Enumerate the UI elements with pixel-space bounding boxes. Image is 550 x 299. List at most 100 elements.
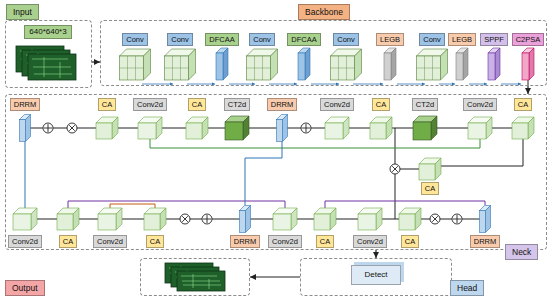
feature-block: [298, 48, 310, 80]
block-grid: [165, 68, 189, 69]
feature-block: [331, 49, 362, 80]
wire: [395, 128, 396, 164]
wire: [68, 201, 285, 210]
layer-label: CA: [320, 237, 330, 246]
block-front: [96, 123, 112, 139]
wire: [441, 139, 523, 166]
feature-block: [399, 208, 421, 230]
layer-tag: DFCAA: [205, 33, 238, 46]
block-side: [112, 117, 118, 139]
operator-circle: [202, 214, 212, 224]
operator-stroke: [392, 166, 398, 172]
wire: [395, 174, 396, 219]
block-side: [73, 208, 79, 230]
block-front: [247, 56, 271, 80]
feature-block: [370, 117, 392, 139]
block-grid: [247, 68, 271, 69]
layer-tag: Conv: [419, 33, 445, 46]
block-side: [529, 48, 534, 80]
layer-tag: DRRM: [470, 235, 501, 248]
block-front: [413, 122, 431, 140]
layer-tag: CA: [59, 235, 77, 248]
feature-block: [325, 117, 349, 139]
layer-label: DRRM: [271, 100, 294, 109]
block-side: [343, 117, 349, 139]
layer-tag: Conv2d: [320, 98, 354, 111]
layer-label: DFCAA: [209, 35, 234, 44]
block-side: [486, 206, 491, 233]
input-size-box: 640*640*3: [24, 25, 71, 39]
layer-label: Conv2d: [12, 237, 38, 246]
block-front: [273, 214, 291, 230]
block-side: [116, 208, 122, 230]
layer-tag: Conv2d: [93, 235, 127, 248]
layer-label: DRRM: [474, 237, 497, 246]
layer-label: LEGB: [452, 35, 472, 44]
layer-label: Conv2d: [137, 100, 163, 109]
block-side: [386, 117, 392, 139]
operator-stroke: [69, 125, 75, 131]
feature-block: [247, 49, 278, 80]
region-title: Output: [5, 280, 45, 296]
operator-circle: [180, 214, 190, 224]
layer-label: Conv: [126, 35, 144, 44]
block-side: [31, 208, 37, 230]
block-front: [314, 214, 330, 230]
block-front: [419, 164, 435, 180]
feature-block: [13, 208, 37, 230]
flow-arrow: [501, 84, 521, 85]
pcb-board: [28, 54, 76, 80]
block-front: [298, 53, 305, 80]
block-front: [165, 56, 189, 80]
layer-tag: CT2d: [224, 98, 250, 111]
block-side: [495, 48, 500, 80]
block-grid: [331, 68, 355, 69]
feature-block: [20, 115, 31, 142]
block-front: [512, 123, 528, 139]
pcb-trace: [181, 276, 217, 277]
layer-tag: Conv: [333, 33, 359, 46]
add-operator: [43, 123, 53, 133]
feature-block: [240, 206, 251, 233]
layer-tag: CA: [316, 235, 334, 248]
block-front: [417, 56, 441, 80]
flow-connector: [527, 86, 528, 94]
layer-label: CA: [425, 184, 435, 193]
module-region: ConvConvDFCAAConvDFCAAConvLEGBConvLEGBSP…: [100, 20, 547, 86]
block-side: [223, 48, 228, 80]
layer-tag: CA: [421, 182, 439, 195]
block-front: [399, 214, 415, 230]
feature-block: [384, 48, 396, 80]
feature-block: [522, 48, 534, 80]
flow-arrow: [469, 84, 487, 85]
wire: [25, 141, 26, 208]
feature-block: [419, 158, 441, 180]
feature-block: [165, 49, 196, 80]
block-side: [528, 117, 534, 139]
layer-label: Conv: [253, 35, 271, 44]
block-front: [57, 214, 73, 230]
layer-tag: DRRM: [267, 98, 298, 111]
add-operator: [202, 214, 212, 224]
layer-tag: CA: [401, 235, 419, 248]
layer-label: Conv2d: [357, 237, 383, 246]
flow-arrow: [142, 84, 173, 85]
operator-stroke: [182, 216, 188, 222]
block-front: [186, 123, 202, 139]
layer-label: Conv2d: [97, 237, 123, 246]
block-side: [243, 116, 249, 140]
layer-label: CA: [63, 237, 73, 246]
feature-block: [277, 115, 288, 142]
block-side: [271, 49, 278, 80]
layer-label: Conv: [171, 35, 189, 44]
feature-block: [314, 208, 336, 230]
block-front: [384, 53, 391, 80]
feature-block: [488, 48, 500, 80]
layer-label: Conv2d: [324, 100, 350, 109]
layer-label: CT2d: [228, 100, 246, 109]
block-front: [522, 53, 529, 80]
feature-block: [480, 206, 491, 233]
pcb-trace: [32, 59, 68, 60]
flow-arrow: [353, 84, 383, 85]
layer-tag: CT2d: [412, 98, 438, 111]
